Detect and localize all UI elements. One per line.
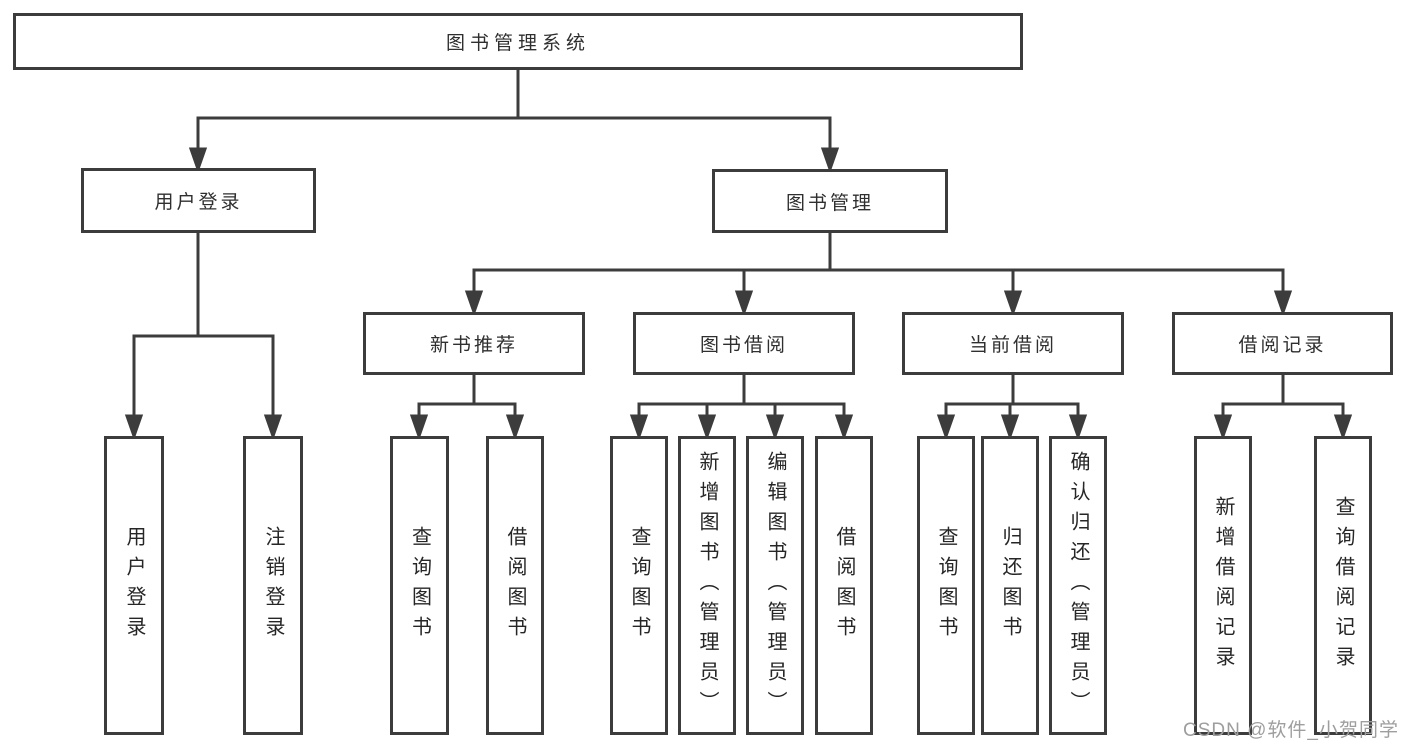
arrowhead-icon — [1273, 290, 1293, 317]
node-book-management: 图书管理 — [712, 169, 948, 233]
node-label: 查询借阅记录 — [1332, 495, 1354, 676]
arrowhead-icon — [765, 414, 785, 441]
node-leaf-query-books: 查询图书 — [917, 436, 975, 735]
arrowhead-icon — [1333, 414, 1353, 441]
node-label: 借阅记录 — [1238, 335, 1327, 356]
arrowhead-icon — [936, 414, 956, 441]
node-label: 当前借阅 — [968, 335, 1057, 356]
node-label: 借阅图书 — [504, 525, 526, 646]
node-leaf-return-books: 归还图书 — [981, 436, 1039, 735]
node-label: 图书借阅 — [699, 335, 788, 356]
node-label: 新书推荐 — [429, 335, 518, 356]
connector-new-books-to-leaves — [409, 375, 525, 441]
connector-current-borrow-to-leaves — [936, 375, 1088, 441]
node-book-borrow: 图书借阅 — [633, 312, 855, 375]
node-leaf-query-borrow-record: 查询借阅记录 — [1314, 436, 1372, 735]
connector-user-login-to-leaves — [124, 233, 283, 441]
node-leaf-logout: 注销登录 — [243, 436, 303, 735]
arrowhead-icon — [697, 414, 717, 441]
arrowhead-icon — [1213, 414, 1233, 441]
arrowhead-icon — [464, 290, 484, 317]
node-borrow-records: 借阅记录 — [1172, 312, 1393, 375]
node-leaf-user-login: 用户登录 — [104, 436, 164, 735]
node-label: 查询图书 — [408, 525, 431, 646]
node-label: 图书管理 — [785, 192, 874, 214]
node-leaf-confirm-return-admin: 确认归还（管理员） — [1049, 436, 1107, 735]
node-user-login: 用户登录 — [81, 168, 316, 233]
node-leaf-query-books: 查询图书 — [610, 436, 668, 735]
node-leaf-borrow-books: 借阅图书 — [815, 436, 873, 735]
node-label: 编辑图书（管理员） — [764, 450, 786, 721]
node-label: 图书管理系统 — [445, 33, 590, 54]
node-label: 新增借阅记录 — [1212, 495, 1234, 676]
connector-root-to-level2 — [188, 70, 840, 174]
node-label: 注销登录 — [262, 525, 284, 646]
node-root-system: 图书管理系统 — [13, 13, 1023, 70]
arrowhead-icon — [188, 147, 208, 174]
node-new-book-recommend: 新书推荐 — [363, 312, 585, 375]
arrowhead-icon — [1000, 414, 1020, 441]
arrowhead-icon — [834, 414, 854, 441]
arrowhead-icon — [734, 290, 754, 317]
node-leaf-borrow-books: 借阅图书 — [486, 436, 544, 735]
node-current-borrow: 当前借阅 — [902, 312, 1124, 375]
arrowhead-icon — [820, 147, 840, 174]
csdn-watermark: CSDN @软件_小贺同学 — [1183, 720, 1399, 741]
arrowhead-icon — [124, 414, 144, 441]
arrowhead-icon — [1068, 414, 1088, 441]
arrowhead-icon — [409, 414, 429, 441]
node-label: 借阅图书 — [833, 525, 855, 646]
connector-book-mgmt-to-sections — [464, 233, 1293, 317]
arrowhead-icon — [629, 414, 649, 441]
node-leaf-add-books-admin: 新增图书（管理员） — [678, 436, 736, 735]
arrowhead-icon — [505, 414, 525, 441]
connector-book-borrow-to-leaves — [629, 375, 854, 441]
node-label: 新增图书（管理员） — [696, 450, 718, 721]
connector-borrow-records-to-leaves — [1213, 375, 1353, 441]
arrowhead-icon — [1003, 290, 1023, 317]
node-label: 查询图书 — [935, 525, 957, 646]
node-leaf-add-borrow-record: 新增借阅记录 — [1194, 436, 1252, 735]
node-label: 确认归还（管理员） — [1067, 450, 1089, 721]
node-label: 查询图书 — [628, 525, 650, 646]
node-leaf-edit-books-admin: 编辑图书（管理员） — [746, 436, 804, 735]
arrowhead-icon — [263, 414, 283, 441]
node-label: 用户登录 — [123, 525, 145, 646]
node-label: 归还图书 — [999, 525, 1021, 646]
node-label: 用户登录 — [154, 192, 243, 213]
node-leaf-query-books: 查询图书 — [390, 436, 449, 735]
